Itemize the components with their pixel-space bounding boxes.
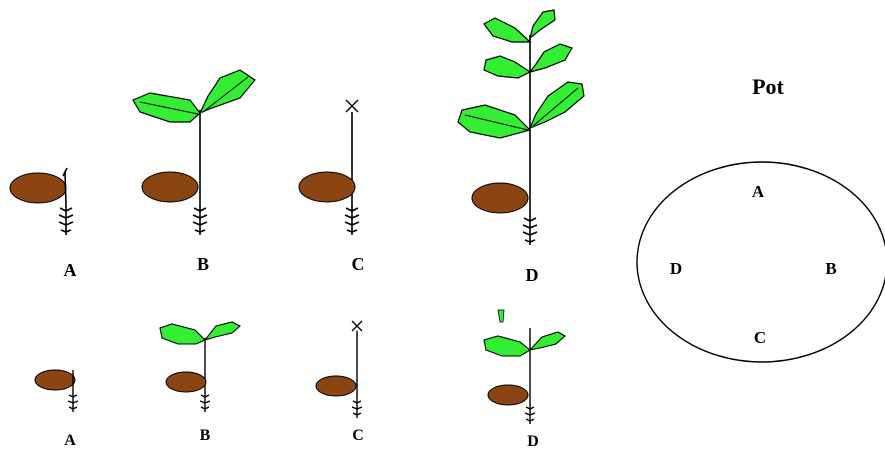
pot-position-d: D bbox=[670, 259, 682, 278]
seed bbox=[166, 372, 206, 392]
leaf bbox=[484, 18, 530, 42]
pot-title: Pot bbox=[752, 74, 784, 99]
roots bbox=[59, 205, 73, 235]
plant-b-top: B bbox=[133, 70, 255, 274]
seed bbox=[10, 173, 66, 203]
plant-a-top: A bbox=[10, 168, 77, 280]
roots bbox=[523, 215, 537, 245]
roots bbox=[193, 205, 207, 235]
seed bbox=[35, 370, 75, 390]
leaf bbox=[205, 322, 240, 340]
plant-label: C bbox=[352, 254, 365, 274]
plant-label: D bbox=[526, 265, 539, 285]
roots bbox=[525, 404, 535, 424]
roots bbox=[200, 392, 210, 412]
leaf-bud bbox=[498, 310, 504, 322]
plant-b-bottom: B bbox=[160, 322, 240, 444]
plant-a-bottom: A bbox=[35, 370, 78, 449]
cut-mark bbox=[346, 100, 358, 112]
plant-c-top: C bbox=[299, 100, 365, 274]
roots bbox=[352, 398, 362, 418]
plant-label: A bbox=[64, 432, 76, 449]
leaf bbox=[200, 70, 255, 113]
plant-label: B bbox=[200, 427, 211, 444]
seed bbox=[142, 172, 198, 202]
pot-position-b: B bbox=[825, 259, 836, 278]
leaf bbox=[484, 336, 530, 356]
plant-label: B bbox=[197, 254, 209, 274]
leaf bbox=[530, 44, 572, 72]
leaf bbox=[484, 56, 530, 78]
plant-c-bottom: C bbox=[316, 321, 364, 444]
plant-d-top: D bbox=[458, 10, 584, 285]
roots bbox=[345, 205, 359, 235]
seed bbox=[299, 172, 355, 202]
leaf bbox=[530, 332, 565, 350]
leaf bbox=[160, 324, 205, 344]
cut-mark bbox=[352, 321, 362, 331]
seed bbox=[316, 376, 356, 396]
stem bbox=[65, 172, 66, 205]
leaf bbox=[530, 10, 555, 38]
plant-label: A bbox=[64, 260, 77, 280]
plant-d-bottom: D bbox=[484, 310, 565, 449]
plant-label: C bbox=[352, 427, 364, 444]
pot-position-a: A bbox=[752, 182, 765, 201]
roots bbox=[68, 392, 78, 412]
seed bbox=[488, 385, 528, 405]
pot-position-c: C bbox=[754, 328, 766, 347]
seed bbox=[472, 183, 528, 213]
plant-label: D bbox=[527, 433, 539, 449]
pot-diagram: Pot A B C D bbox=[637, 74, 885, 362]
